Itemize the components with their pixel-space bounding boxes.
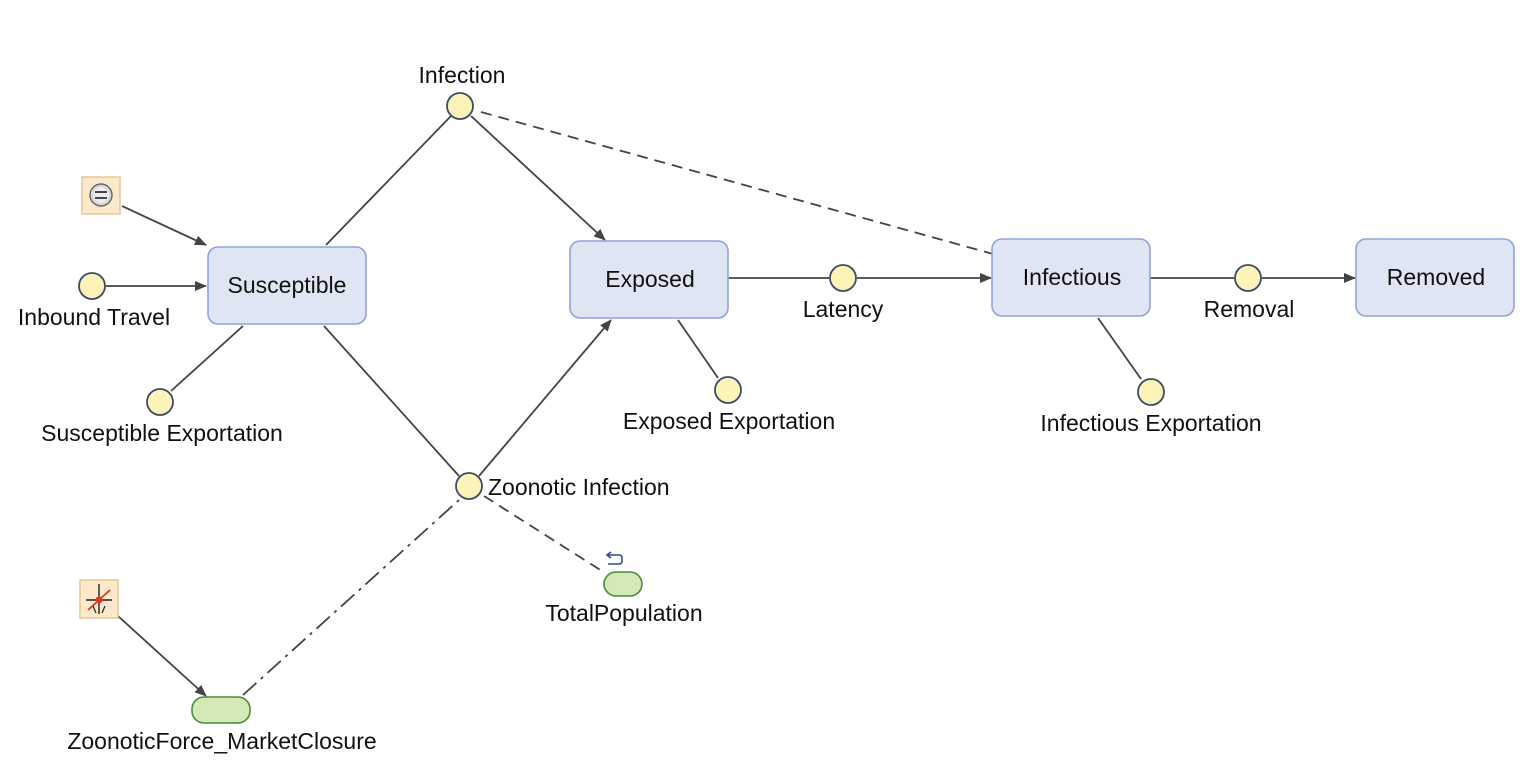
compartment-label: Susceptible [228,272,347,298]
valve-zoonotic-infection[interactable] [455,472,483,500]
zoonotic-infection-label: Zoonotic Infection [488,474,670,500]
valve-inbound-travel[interactable] [78,272,106,300]
edges [106,111,1356,697]
compartment-label: Exposed [605,266,695,292]
edge-susceptible-to-infection[interactable] [325,115,452,246]
edge-infectious-to-infectious-exportation[interactable] [1097,317,1142,380]
intervention-icon[interactable] [79,579,119,619]
exposed-exportation-label: Exposed Exportation [623,408,835,434]
valve-susceptible-exportation[interactable] [146,388,174,416]
edge-susceptible-to-susceptible-exportation[interactable] [170,325,244,392]
compartment-infectious[interactable]: Infectious [991,238,1151,317]
valve-infectious-exportation[interactable] [1137,378,1165,406]
edge-zoonoticforce-to-zoonotic-infection[interactable] [242,499,460,696]
edge-infection-to-infectious[interactable] [480,111,994,255]
edge-exposed-to-exposed-exportation[interactable] [677,319,719,379]
edge-zoonotic-infection-to-totalpopulation[interactable] [483,495,606,574]
valve-latency[interactable] [829,264,857,292]
infection-label: Infection [419,62,506,88]
equals-source-icon[interactable] [81,176,121,215]
edge-susceptible-to-zoonotic-infection[interactable] [323,325,460,477]
valve-removal[interactable] [1234,264,1262,292]
edge-zoonotic-infection-to-exposed[interactable] [478,319,612,477]
compartment-removed[interactable]: Removed [1355,238,1515,317]
susceptible-exportation-label: Susceptible Exportation [41,420,283,446]
zoonoticforce-label: ZoonoticForce_MarketClosure [67,728,376,754]
latency-label: Latency [803,296,884,322]
infectious-exportation-label: Infectious Exportation [1040,410,1261,436]
compartment-label: Removed [1387,264,1485,290]
removal-label: Removal [1204,296,1295,322]
valve-infection[interactable] [446,92,474,120]
compartment-susceptible[interactable]: Susceptible [207,246,367,325]
parameter-zoonoticforce-marketclosure[interactable] [191,696,251,724]
edge-infection-to-exposed[interactable] [470,115,606,241]
edge-intervention-to-zoonoticforce[interactable] [117,615,207,697]
compartment-exposed[interactable]: Exposed [569,240,729,319]
compartment-label: Infectious [1023,264,1121,290]
parameter-totalpopulation[interactable] [603,571,643,597]
inbound-travel-label: Inbound Travel [18,304,170,330]
totalpopulation-label: TotalPopulation [545,600,702,626]
valve-exposed-exportation[interactable] [714,376,742,404]
edge-source-to-susceptible[interactable] [121,205,207,246]
link-icon [605,551,623,565]
